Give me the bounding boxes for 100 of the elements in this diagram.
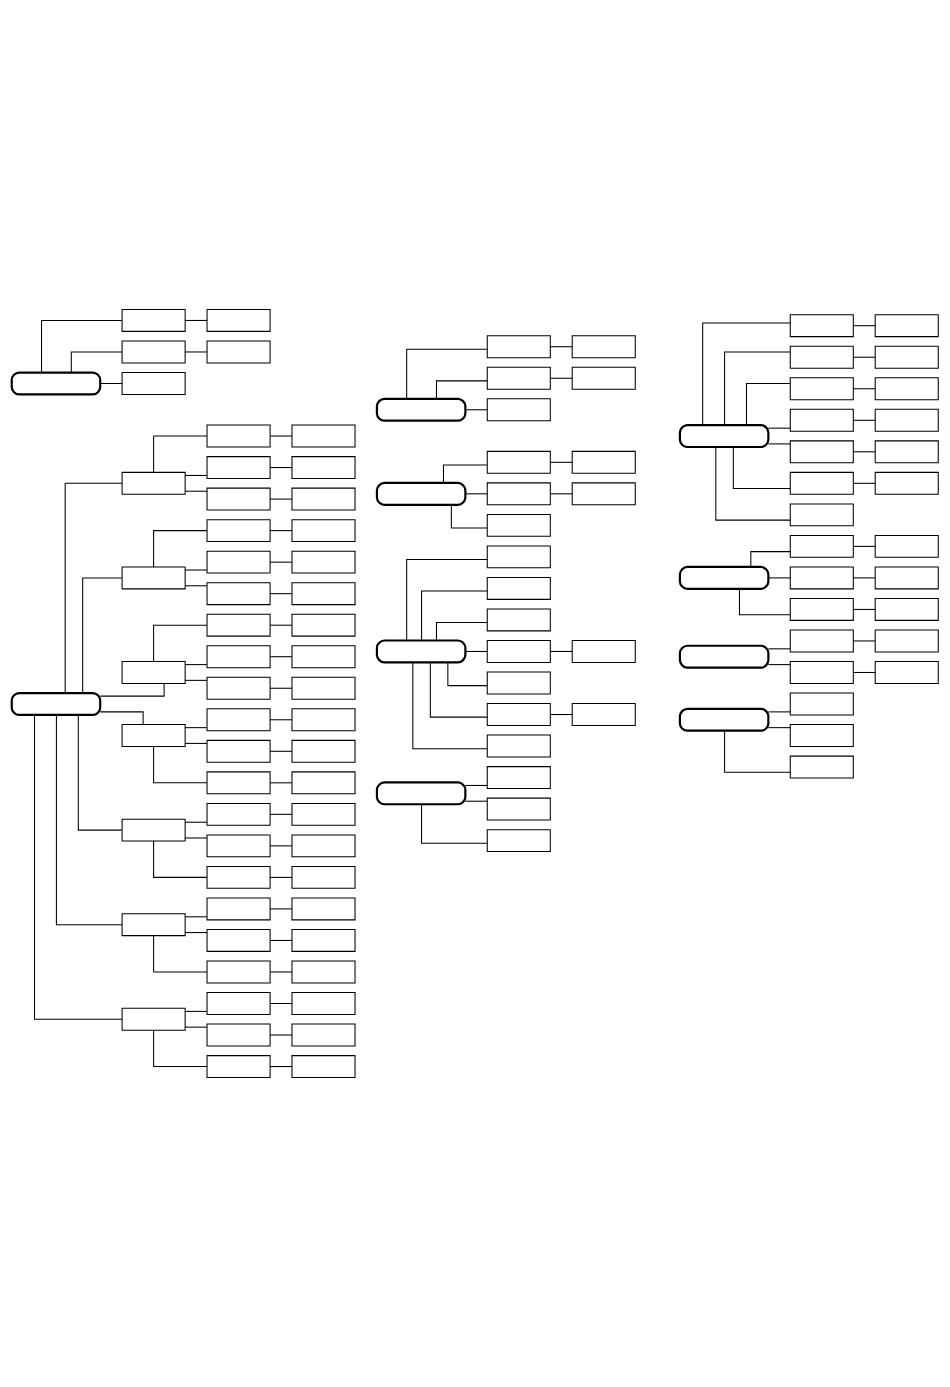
node-box	[291, 456, 356, 480]
node-box	[486, 734, 551, 758]
connector	[852, 577, 876, 579]
connector	[549, 650, 573, 652]
connector	[153, 624, 208, 663]
connector	[184, 821, 208, 823]
node-box	[121, 340, 186, 364]
node-box	[874, 408, 939, 432]
node-box	[291, 771, 356, 795]
connector	[464, 409, 488, 411]
node-box	[789, 692, 854, 716]
node-box	[375, 781, 467, 806]
node-box	[486, 797, 551, 821]
connector	[64, 482, 123, 694]
connector	[767, 664, 791, 666]
connector	[767, 443, 791, 445]
connector	[549, 493, 573, 495]
node-box	[206, 519, 271, 543]
connector	[184, 474, 208, 476]
connector	[269, 845, 293, 847]
node-box	[10, 691, 102, 717]
connector	[269, 656, 293, 658]
node-box	[291, 708, 356, 732]
connector	[70, 351, 123, 373]
connector	[184, 490, 208, 492]
connector	[269, 624, 293, 626]
node-box	[206, 992, 271, 1015]
connector	[269, 719, 293, 721]
node-box	[789, 440, 854, 464]
connector	[184, 1026, 208, 1028]
connector	[464, 784, 488, 786]
node-box	[874, 661, 939, 684]
connector	[184, 679, 208, 681]
node-box	[486, 335, 551, 359]
node-box	[789, 408, 854, 432]
node-box	[678, 644, 770, 669]
connector	[269, 750, 293, 752]
connector	[702, 322, 791, 426]
connector	[750, 551, 791, 568]
connector	[184, 351, 208, 353]
node-box	[291, 834, 356, 858]
connector	[767, 427, 791, 429]
node-box	[486, 545, 551, 569]
connector	[269, 1066, 293, 1068]
node-box	[486, 640, 551, 663]
connector	[549, 461, 573, 463]
connector	[464, 493, 488, 495]
node-box	[291, 1055, 356, 1079]
node-box	[789, 503, 854, 527]
node-box	[206, 676, 271, 700]
node-box	[486, 576, 551, 600]
connector	[269, 908, 293, 910]
connector	[732, 446, 791, 490]
node-box	[291, 960, 356, 984]
connector	[852, 451, 876, 453]
node-box	[789, 377, 854, 401]
connector	[269, 435, 293, 437]
node-box	[206, 308, 271, 332]
connector	[82, 577, 123, 694]
node-box	[571, 366, 636, 390]
node-box	[678, 565, 770, 590]
connector	[767, 648, 791, 650]
node-box	[789, 314, 854, 338]
node-box	[571, 703, 636, 726]
node-box	[121, 372, 186, 395]
connector	[852, 356, 876, 358]
connector	[421, 803, 488, 844]
node-box	[486, 608, 551, 632]
connector	[184, 569, 208, 571]
connector	[99, 711, 144, 726]
node-box	[874, 314, 939, 338]
connector	[852, 388, 876, 390]
connector	[412, 662, 488, 750]
node-box	[789, 345, 854, 369]
node-box	[486, 829, 551, 853]
connector	[153, 840, 208, 878]
node-box	[789, 755, 854, 779]
node-box	[291, 865, 356, 889]
connector	[421, 590, 488, 641]
connector	[153, 530, 208, 568]
node-box	[291, 424, 356, 448]
connector	[852, 419, 876, 421]
node-box	[206, 487, 271, 511]
node-box	[121, 818, 186, 842]
connector	[184, 742, 208, 744]
node-box	[571, 450, 636, 474]
node-box	[291, 645, 356, 669]
node-box	[206, 424, 271, 448]
connector	[99, 382, 123, 385]
connector	[724, 730, 791, 773]
node-box	[874, 377, 939, 401]
connector	[447, 662, 488, 687]
connector	[153, 745, 208, 784]
node-box	[121, 471, 186, 495]
connector	[184, 837, 208, 839]
connector	[767, 711, 791, 713]
connector	[99, 682, 165, 697]
node-box	[874, 471, 939, 495]
connector	[442, 464, 488, 484]
node-box	[789, 597, 854, 621]
